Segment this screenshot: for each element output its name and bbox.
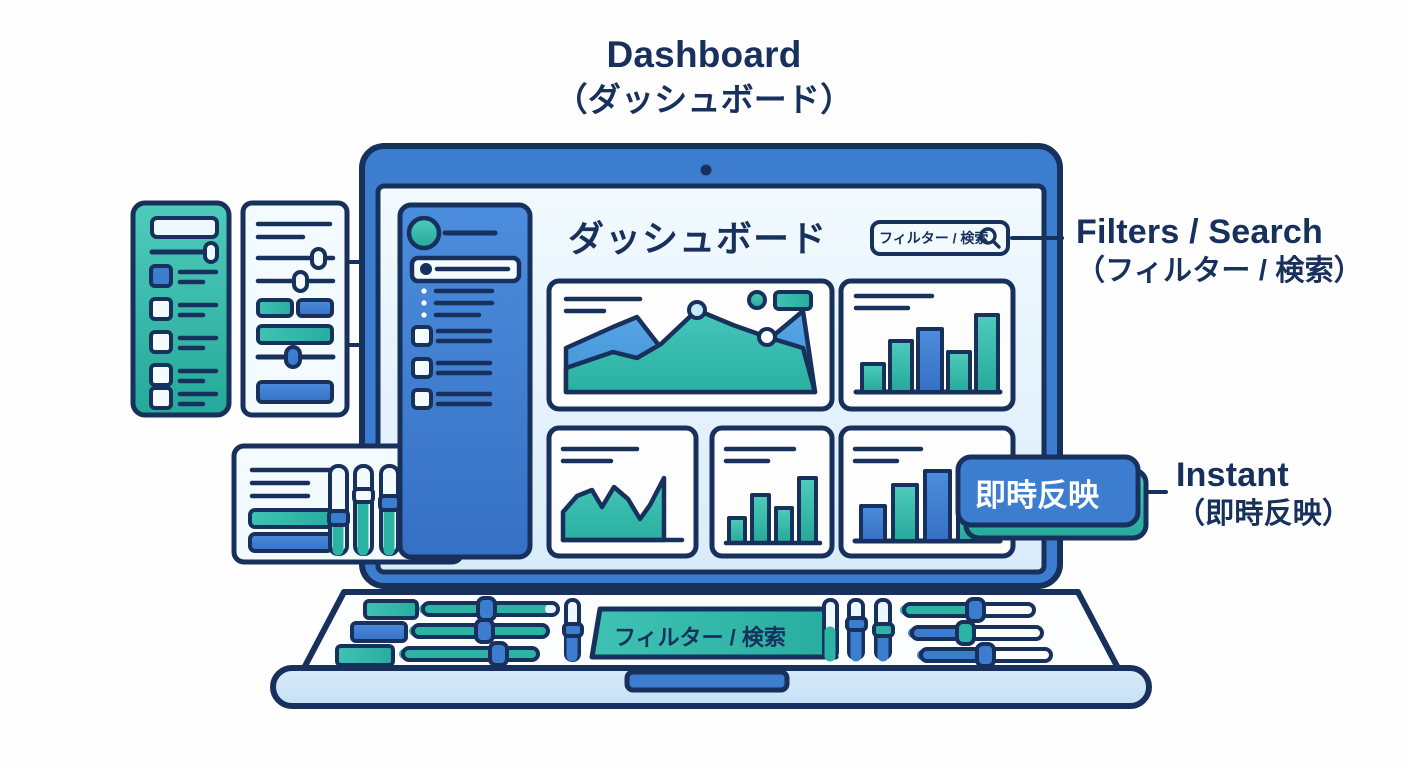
annotation-instant-ja: （即時反映）	[1176, 498, 1352, 531]
trackpad	[624, 669, 790, 693]
card-bottom-mid-bars	[709, 425, 835, 559]
checkbox-panel	[130, 200, 232, 418]
page-title: Dashboard （ダッシュボード）	[0, 34, 1408, 118]
checkbox-list	[149, 264, 219, 410]
space-pill-label[interactable]: フィルター / 検索	[614, 625, 786, 650]
annotation-filters-ja: （フィルター / 検索）	[1076, 255, 1363, 288]
vertical-slider-left	[562, 598, 584, 662]
annotation-instant-en: Instant	[1176, 456, 1289, 494]
data-point-marker	[687, 300, 707, 320]
data-point-marker	[757, 327, 777, 347]
instant-badge	[955, 454, 1149, 541]
page-title-en: Dashboard	[606, 34, 802, 75]
horizontal-sliders-left	[399, 596, 560, 667]
webcam-dot	[700, 164, 712, 176]
page-title-ja: （ダッシュボード）	[554, 80, 854, 118]
search-icon	[979, 227, 1001, 249]
screen-heading: ダッシュボード	[568, 218, 828, 259]
stacked-keys	[335, 599, 419, 667]
annotation-filters-en: Filters / Search	[1076, 213, 1323, 251]
sidebar-checkboxes	[411, 325, 493, 410]
filter-panel	[240, 200, 350, 418]
avatar-circle	[406, 215, 442, 251]
keyboard-widgets	[335, 596, 1053, 668]
search-box	[870, 220, 1010, 256]
annotation-filters: Filters / Search （フィルター / 検索）	[1076, 213, 1363, 288]
card-bottom-left-area	[546, 425, 699, 559]
screen-sidebar	[397, 202, 533, 560]
card-top-right-bars	[838, 278, 1016, 412]
search-input-label[interactable]: フィルター / 検索	[879, 230, 989, 246]
card-main-trend	[546, 278, 835, 412]
annotation-instant: Instant （即時反映）	[1176, 456, 1351, 531]
instant-badge-label: 即時反映	[975, 478, 1099, 513]
sidebar-bullets	[421, 288, 495, 318]
horizontal-sliders-right	[900, 597, 1053, 668]
vertical-sliders-right	[822, 598, 895, 662]
